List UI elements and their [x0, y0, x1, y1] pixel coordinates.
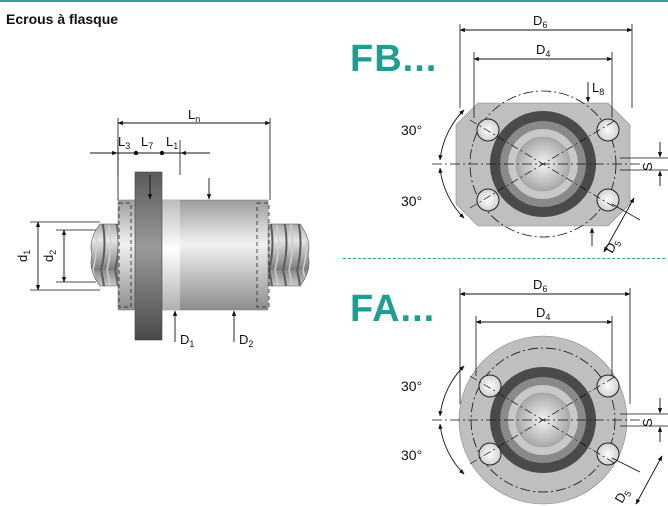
fb-s-label: S: [640, 162, 655, 171]
fa-angle-arc-bottom: [438, 423, 465, 475]
fb-angle-arc-top: [438, 109, 465, 161]
section-divider: [343, 258, 665, 259]
l-node-1: [133, 150, 139, 156]
fb-diag-2: [469, 119, 617, 209]
fb-bolt-hole-br: [596, 188, 620, 212]
flange: [134, 171, 163, 341]
top-rule: [0, 0, 668, 2]
l1-label: L1: [166, 134, 178, 151]
fb-D6-label: D6: [533, 13, 547, 30]
fb-bolt-hole-bl: [476, 188, 500, 212]
fa-diag-2: [469, 375, 617, 465]
fa-s-label: S: [640, 418, 655, 427]
l-node-2: [159, 150, 165, 156]
page-title: Ecrous à flasque: [6, 11, 119, 27]
fb-section-label: FB...: [350, 38, 438, 80]
fa-D6-label: D6: [533, 277, 547, 294]
fb-bolt-hole-tr: [596, 118, 620, 142]
fb-bolt-hole-tl: [476, 118, 500, 142]
fa-bolt-hole-tr: [596, 374, 620, 398]
D1-label: D1: [180, 332, 194, 349]
fa-bolt-hole-bl: [478, 442, 502, 466]
seal-ring: [162, 200, 180, 310]
fb-front-view: D6 D4 L8 30° 30° S D5: [401, 13, 668, 257]
fa-angle-top-label: 30°: [401, 378, 422, 394]
shaft-right: [267, 223, 310, 287]
fa-bolt-hole-tl: [478, 374, 502, 398]
fb-angle-bottom-label: 30°: [401, 193, 422, 209]
fa-bolt-hole-br: [596, 442, 620, 466]
fb-L8-label: L8: [592, 80, 604, 97]
d2-label: d2: [41, 250, 58, 262]
fa-angle-arc-top: [438, 365, 465, 417]
l3-label: L3: [118, 134, 130, 151]
fa-angle-bottom-label: 30°: [401, 447, 422, 463]
fa-D5-leader: [611, 457, 641, 473]
fb-angle-top-label: 30°: [401, 122, 422, 138]
hidden-edge-right: [256, 202, 270, 308]
hidden-edge-left: [118, 202, 132, 308]
fa-D5-dimension-line: [635, 455, 663, 505]
ln-label: Ln: [188, 107, 200, 124]
fb-D5-dimension-line: [603, 197, 635, 253]
shaft-left: [90, 223, 119, 287]
l7-label: L7: [141, 134, 153, 151]
fb-D5-label: D5: [602, 236, 624, 257]
fb-angle-arc-bottom: [438, 167, 465, 219]
fb-D4-label: D4: [536, 42, 550, 59]
fa-front-view: D6 D4 30° 30° S D5: [401, 277, 668, 506]
fa-section-label: FA...: [350, 288, 436, 330]
D2-label: D2: [239, 332, 253, 349]
fa-D4-label: D4: [536, 305, 550, 322]
d1-label: d1: [15, 250, 32, 262]
side-view: Ln L3 L7 L1 d1 d2 D1 D2: [15, 107, 310, 349]
fa-D5-label: D5: [612, 486, 634, 506]
